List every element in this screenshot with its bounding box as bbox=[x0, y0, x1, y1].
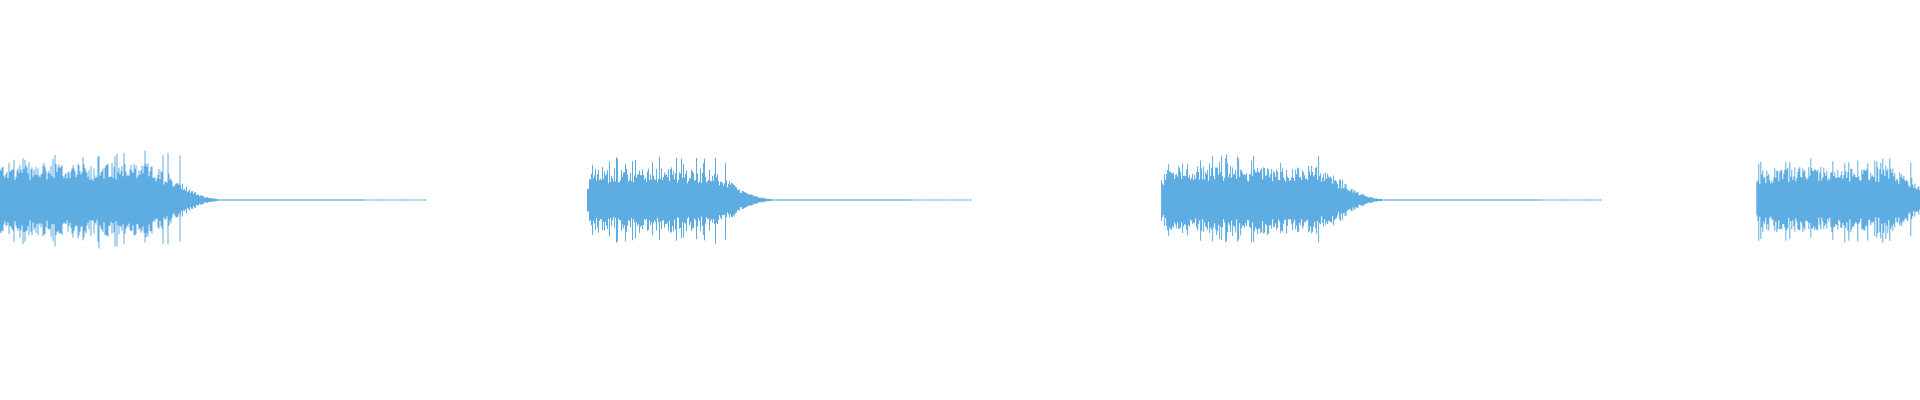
waveform-segment bbox=[587, 156, 972, 244]
waveform-burst bbox=[0, 150, 220, 249]
waveform-segment bbox=[1161, 154, 1602, 243]
waveform-segment bbox=[0, 150, 427, 249]
waveform-burst bbox=[587, 156, 773, 244]
waveform-segment bbox=[1756, 158, 1920, 243]
waveform-segments bbox=[0, 150, 1920, 249]
waveform-burst bbox=[1161, 154, 1384, 243]
waveform-burst bbox=[1756, 158, 1920, 243]
